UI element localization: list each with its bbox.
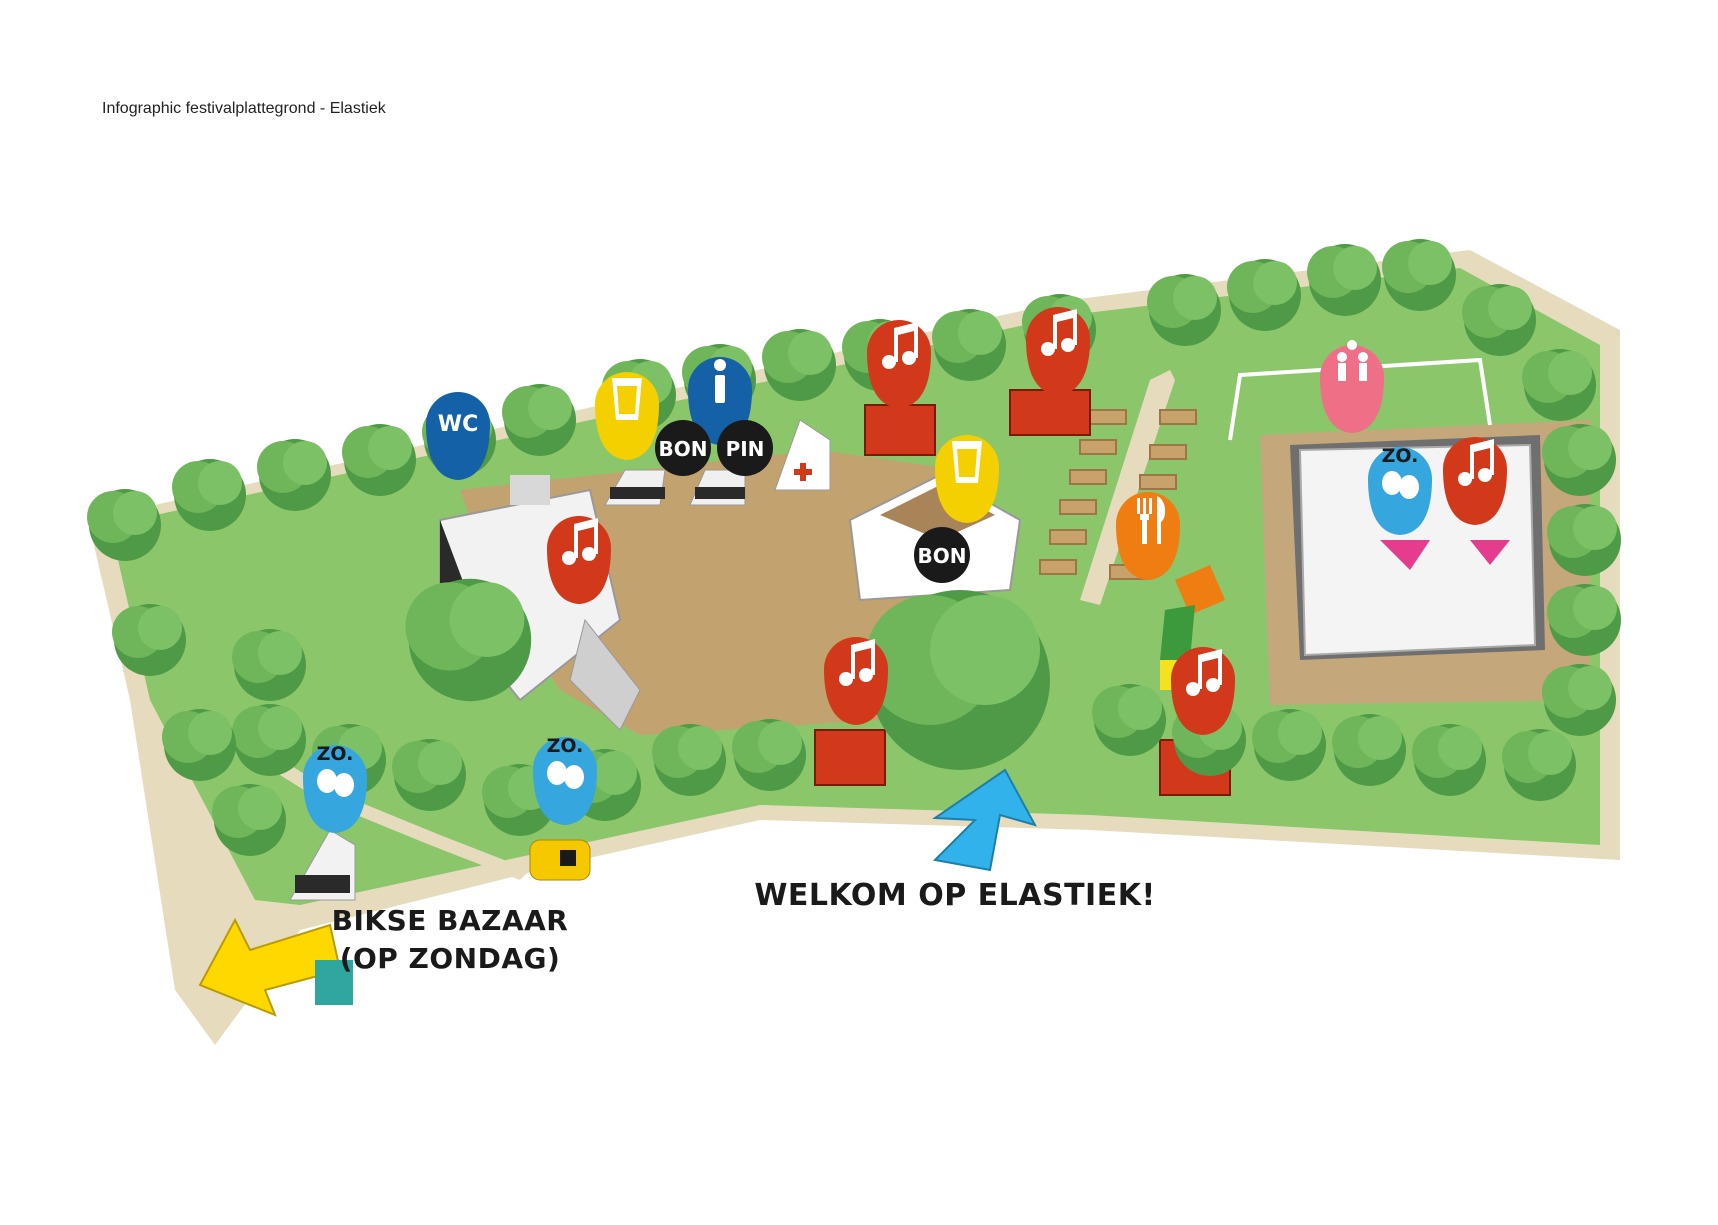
zo-label: ZO.	[547, 735, 584, 757]
music-stage-pin[interactable]	[1443, 437, 1507, 525]
bon-token-badge[interactable]: BON	[914, 527, 970, 583]
bon-token-icon: BON	[659, 437, 708, 461]
music-stage-pin[interactable]	[1026, 307, 1090, 395]
picnic-tables	[1039, 409, 1197, 580]
music-stage-pin[interactable]	[1171, 647, 1235, 735]
fork-knife-icon	[1137, 496, 1166, 544]
bon-token-badge[interactable]: BON	[655, 420, 711, 476]
lower-left-path	[240, 740, 530, 880]
bazaar-arrow	[198, 917, 353, 1017]
music-stage-pin[interactable]	[824, 637, 888, 725]
theatre-masks-icon	[547, 761, 584, 789]
music-note-icon	[1041, 309, 1077, 356]
pin-payment-badge[interactable]: PIN	[717, 420, 773, 476]
music-note-icon	[1186, 649, 1222, 696]
music-note-icon	[839, 639, 875, 686]
drinks-pin[interactable]	[935, 435, 999, 523]
theatre-masks-icon	[317, 769, 354, 797]
beer-glass-icon	[952, 441, 982, 483]
children-playing-icon	[1337, 340, 1368, 381]
theatre-masks-icon	[1382, 471, 1419, 499]
music-note-icon	[562, 518, 598, 565]
bazaar-label-line2: (OP ZONDAG)	[340, 942, 561, 975]
music-stage-pin[interactable]	[867, 320, 931, 408]
drinks-pin[interactable]	[595, 372, 659, 460]
welcome-label: WELKOM OP ELASTIEK!	[754, 878, 1155, 913]
music-stage-pin[interactable]	[547, 516, 611, 604]
zo-label: ZO.	[317, 743, 354, 765]
food-stall	[1160, 565, 1225, 690]
music-note-icon	[882, 322, 918, 369]
theatre-caravan	[529, 839, 591, 881]
theatre-booth	[289, 829, 356, 901]
bar-kiosk	[604, 469, 666, 506]
theatre-pin[interactable]: ZO.	[1368, 445, 1432, 535]
wc-icon: WC	[438, 412, 478, 437]
information-pin[interactable]	[688, 357, 752, 445]
bon-token-icon: BON	[918, 544, 967, 568]
music-note-icon	[1458, 439, 1494, 486]
bazaar-label-line1: BIKSE BAZAAR	[332, 904, 569, 937]
zo-label: ZO.	[1382, 445, 1419, 467]
theatre-pin[interactable]: ZO.	[303, 743, 367, 833]
map-caption: Infographic festivalplattegrond - Elasti…	[102, 100, 386, 117]
food-pin[interactable]	[1116, 492, 1180, 580]
first-aid-tent	[774, 419, 831, 491]
toilet-pin[interactable]: WC	[426, 392, 490, 480]
pin-payment-icon: PIN	[726, 437, 765, 461]
entrance-arrow	[931, 768, 1038, 872]
beer-glass-icon	[612, 378, 642, 420]
theatre-pin[interactable]: ZO.	[533, 735, 597, 825]
inner-path	[1080, 370, 1175, 605]
kids-area-pin[interactable]	[1320, 340, 1384, 433]
info-icon	[714, 359, 726, 403]
